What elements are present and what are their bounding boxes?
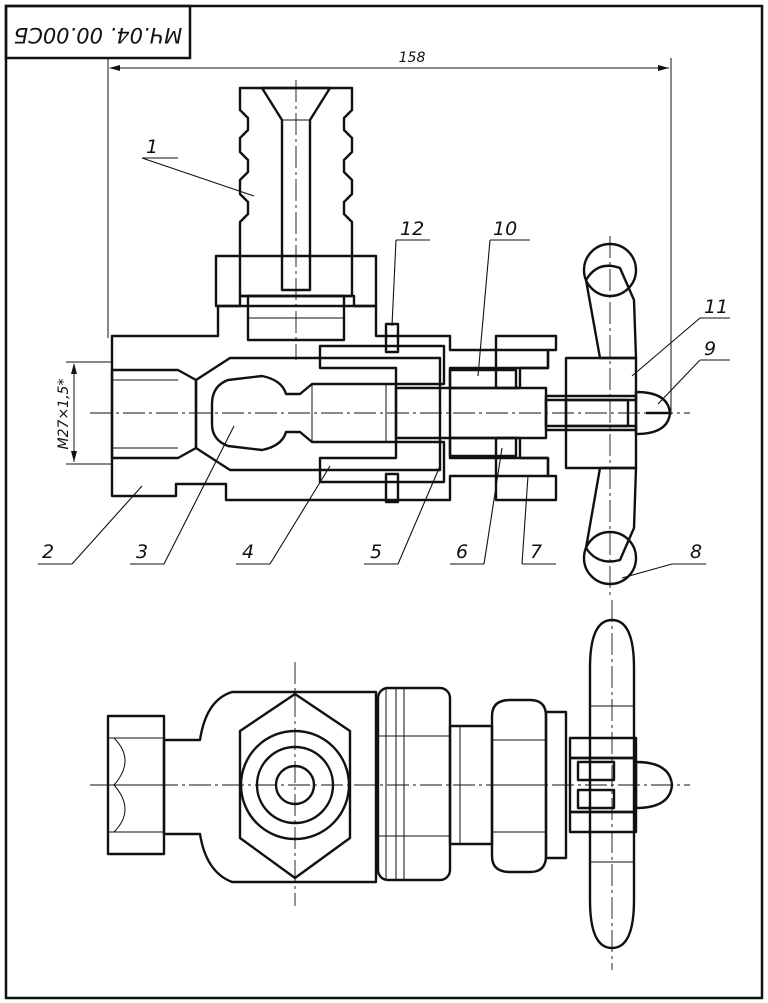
handwheel-hub-top xyxy=(564,356,638,402)
callout-12: 12 xyxy=(400,218,424,240)
callout-9: 9 xyxy=(704,338,716,360)
overall-dimension-text: 158 xyxy=(399,50,426,66)
body-part-2 xyxy=(110,304,550,502)
section-view xyxy=(110,86,672,586)
callout-6: 6 xyxy=(456,541,468,563)
hub-insert-top xyxy=(576,760,616,782)
gland-nut-part-7-top xyxy=(494,334,558,390)
body-outline xyxy=(162,690,378,884)
callout-1: 1 xyxy=(146,136,158,158)
gasket-part-12-bottom xyxy=(384,472,400,504)
callout-2: 2 xyxy=(42,541,54,563)
inlet-bore xyxy=(110,368,198,460)
callout-11: 11 xyxy=(704,296,728,318)
packing-part-6 xyxy=(448,436,518,458)
gland-nut-hex xyxy=(490,698,548,874)
sleeve-part-5-top xyxy=(318,344,446,386)
plan-view xyxy=(106,618,674,950)
designation-text: МЧ.04. 00.00СБ xyxy=(14,23,182,47)
packing-part-10 xyxy=(448,368,518,390)
sleeve-part-5-bottom xyxy=(318,440,446,484)
overall-dimension: 158 xyxy=(107,50,672,415)
union-nut-hex xyxy=(238,692,352,880)
thread-dimension: M27×1,5* xyxy=(56,361,112,465)
hub-section-top xyxy=(568,736,638,760)
callout-3: 3 xyxy=(136,541,148,563)
callout-7: 7 xyxy=(530,541,542,563)
callout-10: 10 xyxy=(493,218,517,240)
hub-insert-bottom xyxy=(576,788,616,810)
callout-8: 8 xyxy=(690,541,702,563)
callouts: 1 12 10 11 9 2 3 4 5 6 7 8 xyxy=(38,136,730,579)
valve-chamber xyxy=(194,356,442,472)
sheet-border xyxy=(4,4,764,1000)
body-collar xyxy=(376,686,452,882)
handwheel-spoke-top xyxy=(584,264,638,360)
callout-4: 4 xyxy=(242,541,254,563)
handwheel-side xyxy=(588,618,636,950)
gland-nut-part-7-bottom xyxy=(494,436,558,502)
inlet-hex xyxy=(106,714,166,856)
callout-5: 5 xyxy=(370,541,382,563)
designation-stamp: МЧ.04. 00.00СБ xyxy=(4,4,192,60)
hub-section-bottom xyxy=(568,810,638,834)
handwheel-hub-bottom xyxy=(564,424,638,470)
handwheel-spoke-bottom xyxy=(584,466,638,563)
gasket-part-12-top xyxy=(384,322,400,354)
thread-dimension-text: M27×1,5* xyxy=(56,379,72,450)
